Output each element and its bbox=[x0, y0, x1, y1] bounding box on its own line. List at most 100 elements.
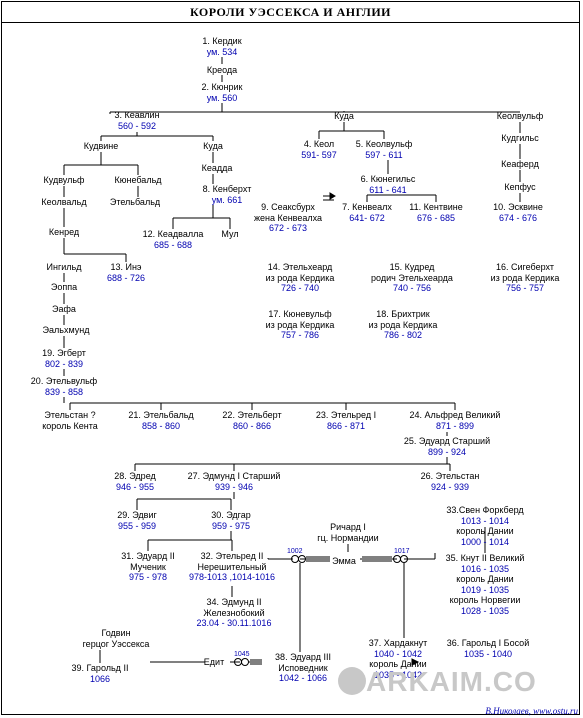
reign-dates: 688 - 726 bbox=[106, 272, 146, 283]
reign-dates: 1000 - 1014 bbox=[460, 536, 510, 547]
reign-dates: 591- 597 bbox=[301, 149, 337, 160]
person-name: Ингильд bbox=[46, 262, 82, 272]
title-bar: КОРОЛИ УЭССЕКСА И АНГЛИИ bbox=[1, 1, 580, 23]
person-name: жена Кенвеалха bbox=[253, 212, 323, 223]
page-title: КОРОЛИ УЭССЕКСА И АНГЛИИ bbox=[189, 5, 392, 19]
person-name: 39. Гарольд II bbox=[71, 663, 129, 673]
person-name: гц. Нормандии bbox=[317, 532, 379, 543]
marriage-year-2: 1017 bbox=[394, 548, 410, 555]
person-kepfus: Кепфус bbox=[504, 182, 535, 193]
reign-dates: 946 - 955 bbox=[115, 481, 155, 492]
person-name: 2. Кюнрик bbox=[201, 82, 243, 92]
person-kudvulf: Кудвульф bbox=[44, 175, 85, 186]
person-name: 13. Инэ bbox=[110, 262, 142, 272]
person-title: король Норвегии bbox=[449, 595, 521, 605]
reign-dates: 1035 - 1040 bbox=[463, 648, 513, 659]
reign-dates: ум. 534 bbox=[206, 46, 238, 57]
person-kenred: Кенред bbox=[49, 227, 79, 238]
person-name: Этельбальд bbox=[109, 197, 161, 207]
person-edit: Едит bbox=[204, 657, 224, 668]
person-eoppa: Эоппа bbox=[51, 282, 77, 293]
person-name: 3. Кеавлин bbox=[114, 110, 160, 120]
person-ingild: Ингильд bbox=[47, 262, 82, 273]
reign-dates: 955 - 959 bbox=[117, 520, 157, 531]
person-name: 14. Этельхеард bbox=[267, 262, 333, 272]
reign-dates: ум. 661 bbox=[211, 194, 243, 205]
reign-dates: 1016 - 1035 bbox=[460, 563, 510, 574]
person-name: 5. Кеолвульф bbox=[355, 139, 413, 149]
person-name: Кудгильс bbox=[501, 133, 539, 143]
person-kudvine: Кудвине bbox=[84, 141, 118, 152]
person-name: 38. Эдуард III bbox=[275, 652, 331, 662]
reign-dates: 1013 - 1014 bbox=[460, 515, 510, 526]
person-title: король Дании bbox=[456, 574, 514, 584]
reign-dates: ум. 560 bbox=[206, 92, 238, 103]
person-name: 19. Эгберт bbox=[42, 348, 86, 358]
person-name: 32. Этельред II bbox=[200, 551, 264, 561]
person-title: король Дании bbox=[369, 659, 427, 669]
person-name: Нерешительный bbox=[197, 561, 267, 572]
person-name: 1. Кердик bbox=[202, 36, 242, 46]
person-name: 17. Кюневульф bbox=[268, 309, 332, 319]
person-name: Эоппа bbox=[50, 282, 78, 292]
reign-dates: 676 - 685 bbox=[416, 212, 456, 223]
reign-dates: 560 - 592 bbox=[117, 120, 157, 131]
person-kuda1: Куда bbox=[203, 141, 223, 152]
person-name: 34. Эдмунд II bbox=[206, 597, 262, 607]
person-name: 6. Кюнегильс bbox=[360, 174, 416, 184]
person-mul: Мул bbox=[221, 229, 238, 240]
person-name: 37. Хардакнут bbox=[368, 638, 428, 648]
person-kuda2: Куда bbox=[334, 111, 354, 122]
watermark-logo-icon bbox=[338, 667, 366, 695]
person-keaferd: Кеаферд bbox=[501, 159, 539, 170]
person-name: 18. Брихтрик bbox=[376, 309, 430, 319]
person-name: Железнобокий bbox=[203, 607, 265, 618]
person-name: 24. Альфред Великий bbox=[409, 410, 501, 420]
person-name: из рода Кердика bbox=[368, 319, 438, 330]
person-name: 4. Кеол bbox=[303, 139, 335, 149]
reign-dates: 756 - 757 bbox=[505, 283, 545, 293]
person-name: король Кента bbox=[42, 420, 98, 431]
person-name: родич Этельхеарда bbox=[371, 272, 453, 283]
person-name: 35. Кнут II Великий bbox=[445, 553, 525, 563]
person-name: Эафа bbox=[52, 304, 76, 314]
reign-dates: 23.04 - 30.11.1016 bbox=[196, 618, 272, 628]
reign-dates: 1042 - 1066 bbox=[278, 673, 328, 683]
person-name: Эмма bbox=[332, 556, 356, 566]
person-name: 26. Этельстан bbox=[420, 471, 480, 481]
reign-dates: 674 - 676 bbox=[498, 212, 538, 223]
person-name: 9. Сеаксбурх bbox=[261, 202, 315, 212]
person-name: 25. Эдуард Старший bbox=[403, 436, 491, 446]
reign-dates: 1035 - 1042 bbox=[373, 669, 423, 680]
reign-dates: 939 - 946 bbox=[214, 481, 254, 492]
person-name: 7. Кенвеалх bbox=[342, 202, 392, 212]
reign-dates: 672 - 673 bbox=[268, 223, 308, 233]
reign-dates: 858 - 860 bbox=[141, 420, 181, 431]
reign-dates: 1028 - 1035 bbox=[460, 605, 510, 616]
person-name: Эальхмунд bbox=[42, 325, 90, 335]
author-credit: В.Николаев, www.ostu.ru bbox=[485, 706, 578, 716]
person-name: 21. Этельбальд bbox=[128, 410, 194, 420]
reign-dates: 1019 - 1035 bbox=[460, 584, 510, 595]
